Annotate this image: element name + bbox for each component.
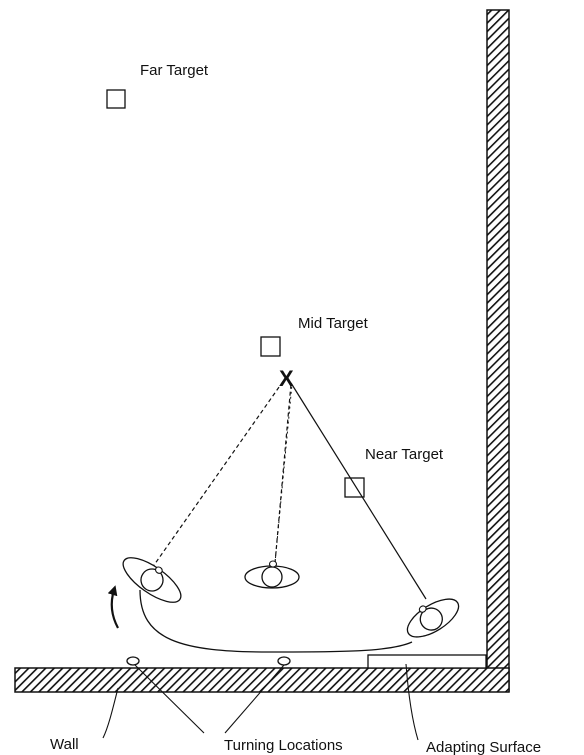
goal-x-mark: X	[279, 366, 294, 391]
adapting-leader-line	[405, 663, 419, 741]
robot-left	[122, 557, 182, 603]
robot-middle	[244, 560, 300, 589]
adapting-surface-label: Adapting Surface	[426, 739, 541, 755]
turning-location-marker	[126, 656, 140, 666]
far-target-label: Far Target	[140, 62, 209, 79]
turn-arrow-icon	[107, 585, 119, 629]
turning-leader-line-right	[224, 664, 285, 734]
robot-trajectory	[139, 589, 413, 653]
right-wall	[486, 9, 510, 692]
mid-target-label: Mid Target	[298, 315, 369, 332]
wall-leader-line	[102, 687, 119, 739]
near-target-label: Near Target	[365, 446, 444, 463]
wall-label: Wall	[50, 736, 79, 753]
sight-line-middle-2	[274, 383, 293, 564]
turning-locations-label: Turning Locations	[224, 737, 343, 754]
robot-right	[406, 598, 460, 638]
path-line-right	[290, 382, 427, 600]
mid-target-square	[260, 336, 281, 357]
sight-line-middle	[274, 383, 292, 564]
sight-line-left	[151, 379, 285, 569]
bottom-wall	[14, 667, 510, 693]
turning-location-marker	[277, 656, 291, 666]
far-target-square	[106, 89, 126, 109]
adapting-surface	[367, 654, 487, 669]
turning-leader-line-left	[134, 664, 205, 734]
